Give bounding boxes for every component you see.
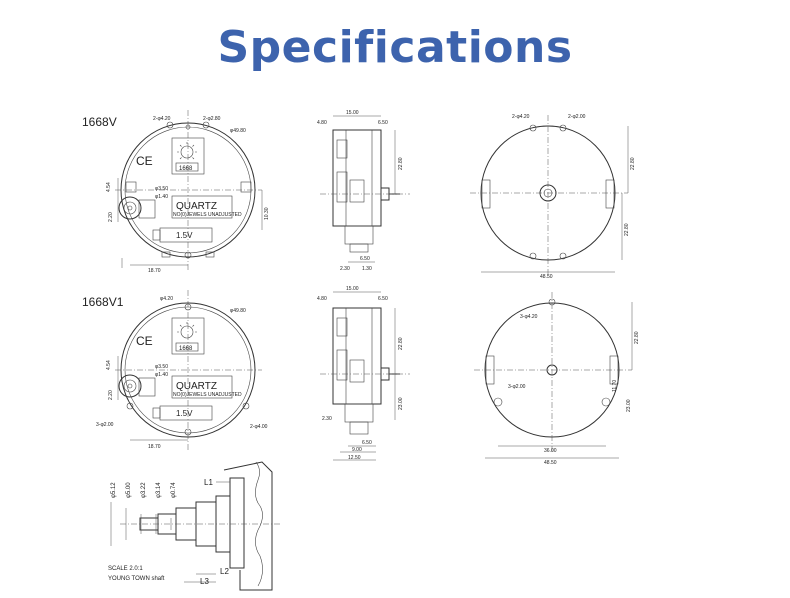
model-label-1668v: 1668V [82, 115, 117, 129]
side-mid-d1: 15.00 [346, 286, 359, 292]
side-d7: 1.30 [362, 266, 372, 272]
dim-454: 4.54 [106, 182, 112, 192]
hole-label-mid: φ4.20 [160, 296, 173, 302]
front-view-1668v: 1668 CE QUARTZ NO(0)JEWELS UNADJUSTED 1.… [106, 110, 270, 274]
ce-mark: CE [136, 154, 153, 168]
side-d1: 15.00 [346, 110, 359, 116]
shaft-d3: φ3.22 [141, 482, 147, 498]
back-mid-d1: 22.80 [634, 331, 640, 344]
side-mid-d7: 6.50 [362, 440, 372, 446]
quartz-label: QUARTZ [176, 201, 217, 212]
back-hole2-label: 2-φ2.00 [568, 114, 586, 120]
dim-1870-mid: 18.70 [148, 444, 161, 450]
side-d5: 6.50 [360, 256, 370, 262]
side-view-1668v1: 15.00 4.80 6.50 22.80 23.00 2.30 6.50 9.… [317, 286, 410, 461]
dim-140-mid: φ1.40 [155, 372, 168, 378]
side-mid-d3: 6.50 [378, 296, 388, 302]
front-view-1668v1: 1668 CE QUARTZ NO(0)JEWELS UNADJUSTED 1.… [96, 290, 268, 452]
back-view-1668v: 2-φ4.20 2-φ2.00 22.80 22.80 48.50 [470, 114, 636, 280]
dim-454-mid: 4.54 [106, 360, 112, 370]
back-mid-d4: 36.00 [544, 448, 557, 454]
dim-140: φ1.40 [155, 194, 168, 200]
hole-right-mid: 2-φ4.00 [250, 424, 268, 430]
back-d1: 22.80 [630, 157, 636, 170]
dim-1030: 10.30 [264, 207, 270, 220]
back-d3: 48.50 [540, 274, 553, 280]
shaft-l2: L2 [220, 567, 229, 576]
side-mid-d9: 12.50 [348, 455, 361, 461]
back-mid-hole-label: 3-φ4.20 [520, 314, 538, 320]
jewels-label: NO(0)JEWELS UNADJUSTED [173, 212, 242, 218]
shaft-l1: L1 [204, 478, 213, 487]
side-view-1668v: 15.00 4.80 6.50 22.80 6.50 2.30 1.30 [317, 110, 410, 272]
hole-left-mid: 3-φ2.00 [96, 422, 114, 428]
voltage-label: 1.5V [176, 231, 193, 240]
model-label-1668v1: 1668V1 [82, 295, 124, 309]
page-title: Specifications [217, 22, 573, 73]
back-mid-d3: 23.00 [626, 399, 632, 412]
side-mid-d2: 4.80 [317, 296, 327, 302]
side-d4: 22.80 [398, 157, 404, 170]
back-mid-d2: 11.70 [612, 380, 618, 392]
shaft-detail: φ5.12 φ5.00 φ3.22 φ3.14 φ0.74 L1 L2 L3 S… [108, 461, 280, 591]
back-mid-d5: 48.50 [544, 460, 557, 466]
back-view-1668v1: 3-φ4.20 3-φ2.00 22.80 11.70 23.00 36.00 … [474, 292, 640, 466]
hole2-label: 2-φ2.80 [203, 116, 221, 122]
shaft-l3: L3 [200, 577, 209, 586]
dim-1870: 18.70 [148, 268, 161, 274]
shaft-scale: SCALE 2.0:1 [108, 566, 143, 572]
side-mid-d8: 9.00 [352, 447, 362, 453]
dia-label: φ49.80 [230, 128, 246, 134]
side-d2: 4.80 [317, 120, 327, 126]
jewels-label-mid: NO(0)JEWELS UNADJUSTED [173, 392, 242, 398]
quartz-label-mid: QUARTZ [176, 381, 217, 392]
dia-label-mid: φ49.80 [230, 308, 246, 314]
side-mid-d4: 22.80 [398, 337, 404, 350]
hole-label: 2-φ4.20 [153, 116, 171, 122]
shaft-caption: YOUNG TOWN shaft [108, 576, 165, 582]
dim-220-mid: 2.20 [108, 390, 114, 400]
ce-mark-mid: CE [136, 334, 153, 348]
dim-350-mid: φ3.50 [155, 364, 168, 370]
code-label-mid: 1668 [179, 346, 193, 352]
dim-350: φ3.50 [155, 186, 168, 192]
side-mid-d6: 2.30 [322, 416, 332, 422]
side-d6: 2.30 [340, 266, 350, 272]
back-mid-hole2-label: 3-φ2.00 [508, 384, 526, 390]
shaft-d1: φ5.12 [111, 482, 117, 498]
back-hole-label: 2-φ4.20 [512, 114, 530, 120]
shaft-d4: φ3.14 [156, 482, 162, 498]
code-label: 1668 [179, 166, 193, 172]
dim-220: 2.20 [108, 212, 114, 222]
shaft-d5: φ0.74 [171, 482, 177, 498]
shaft-d2: φ5.00 [126, 482, 132, 498]
side-mid-d5: 23.00 [398, 397, 404, 410]
voltage-label-mid: 1.5V [176, 409, 193, 418]
side-d3: 6.50 [378, 120, 388, 126]
back-d2: 22.80 [624, 223, 630, 236]
